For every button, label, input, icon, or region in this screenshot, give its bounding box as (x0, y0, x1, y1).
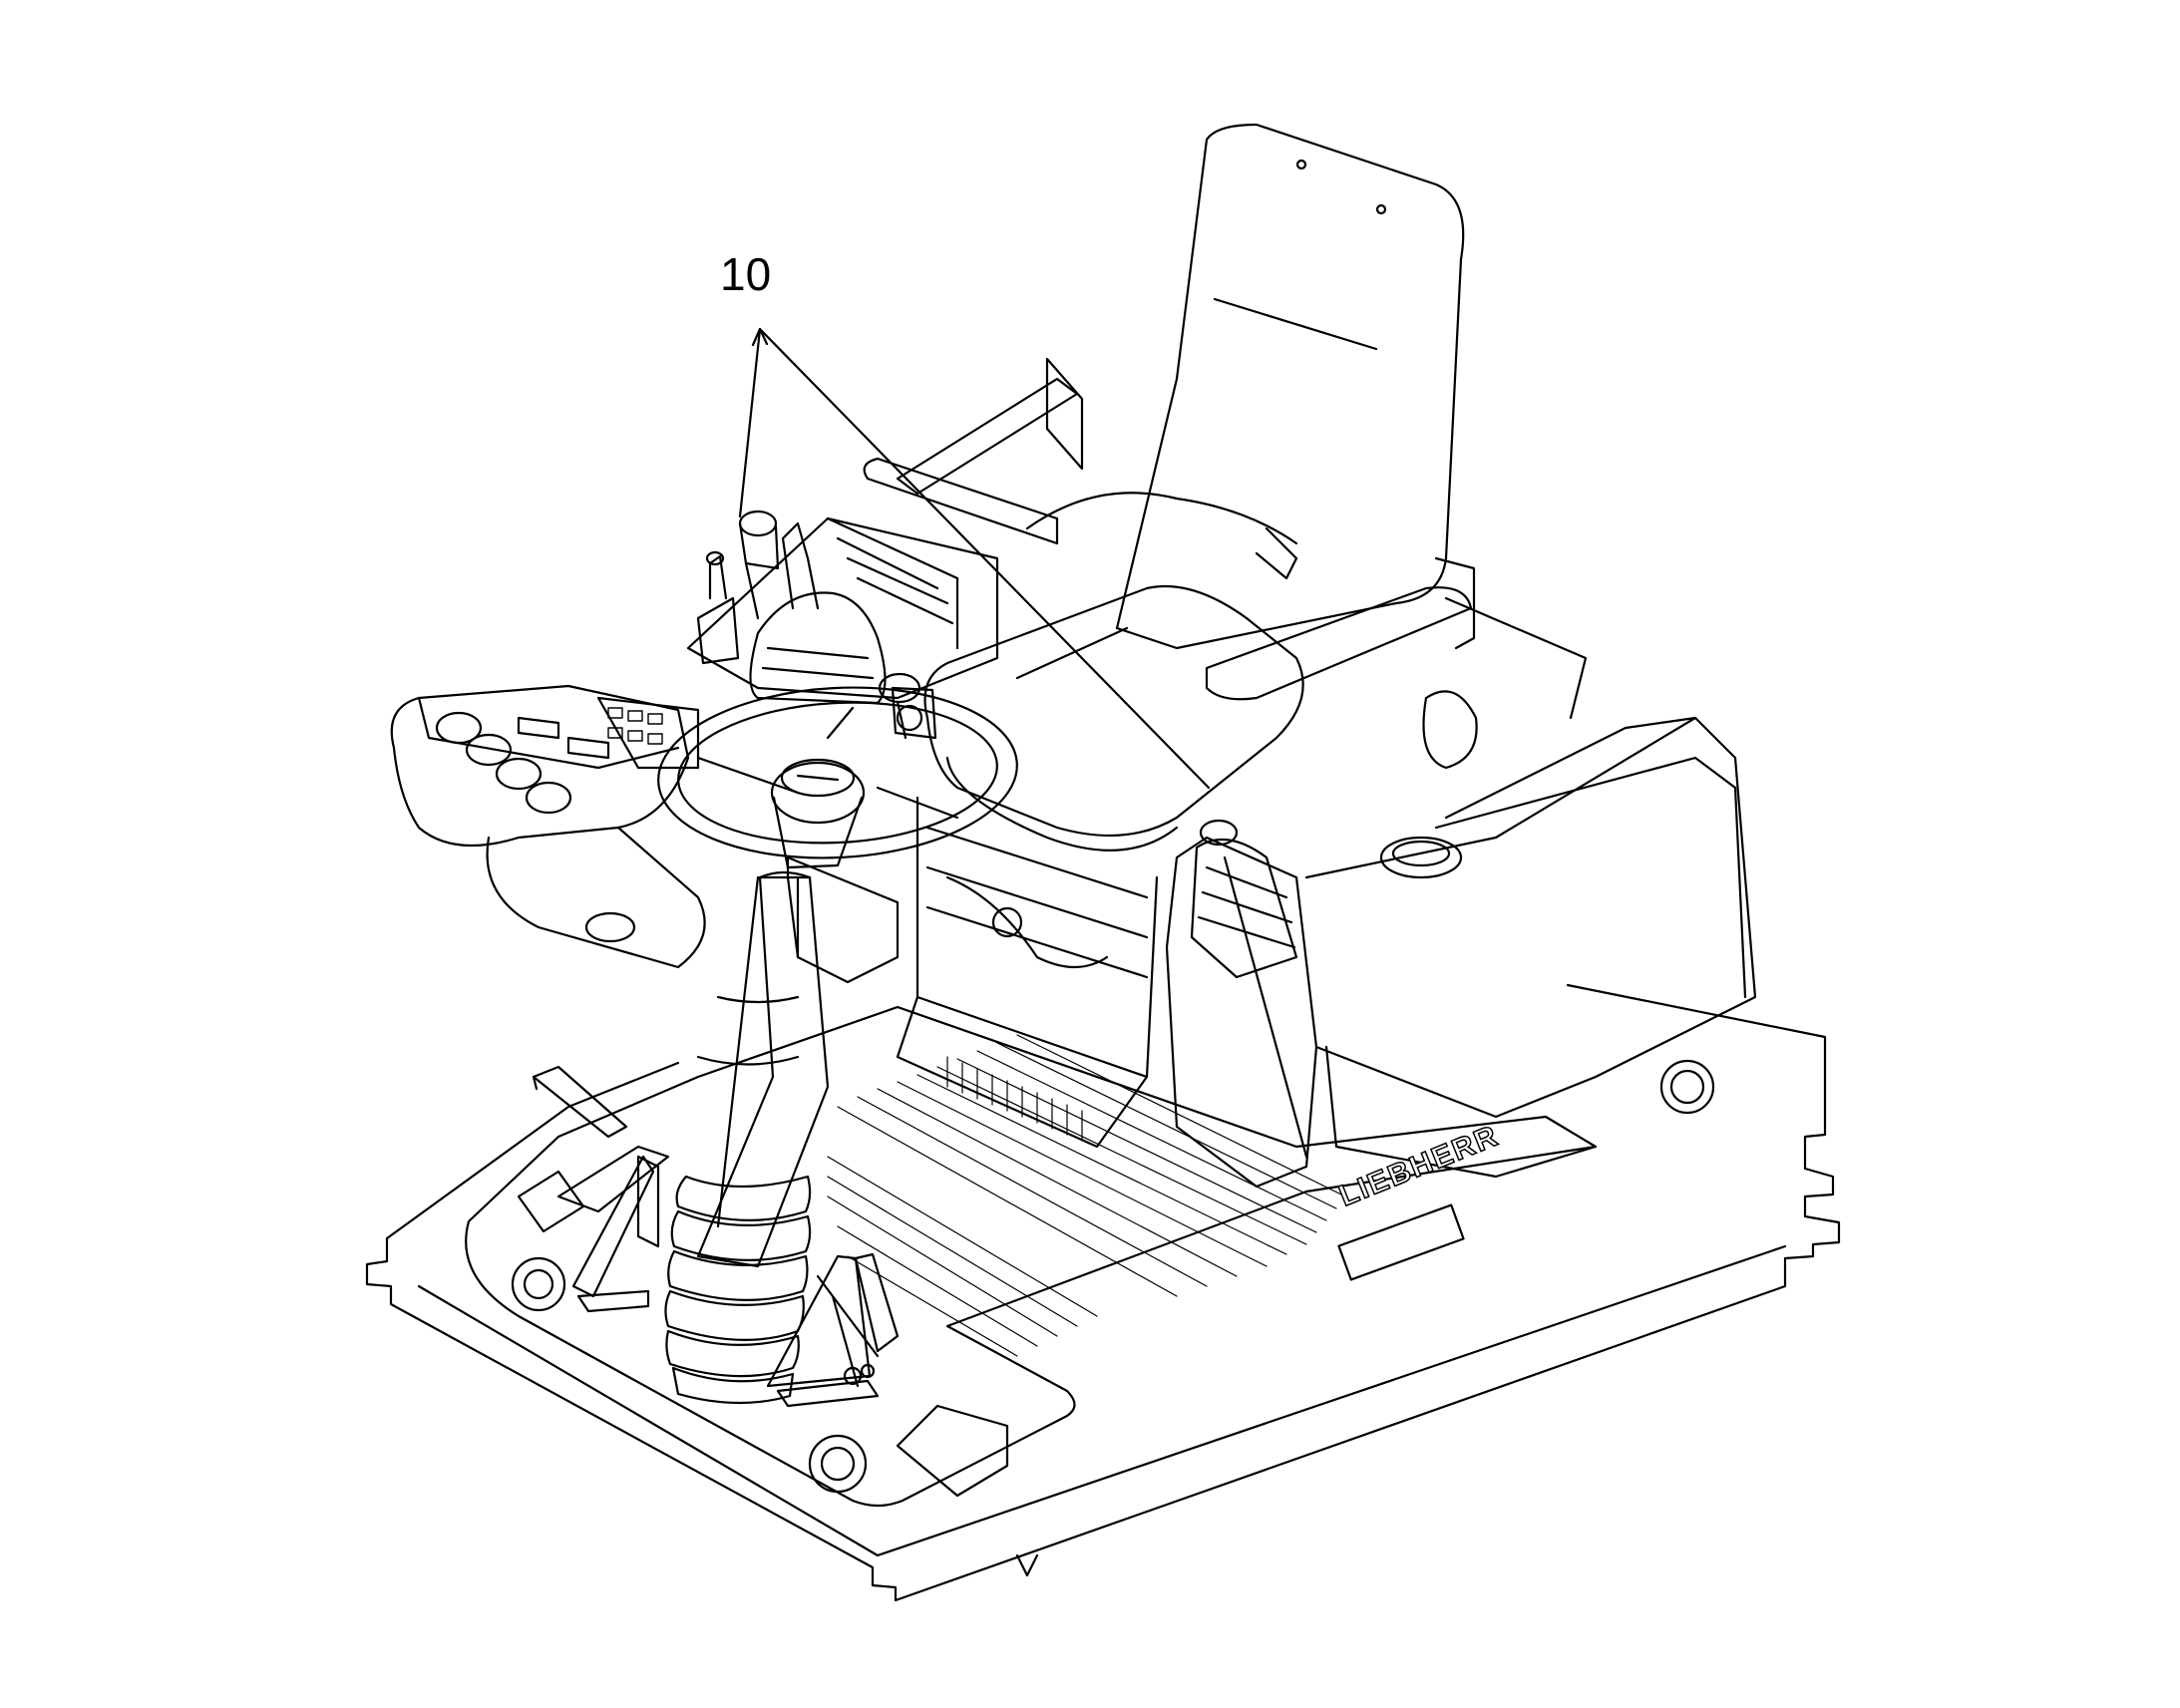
callout-leader-lines (740, 329, 1209, 788)
seat-backrest (1117, 125, 1463, 648)
right-joystick-console (1167, 821, 1316, 1187)
cab-rear-wall (898, 359, 1586, 768)
floor-plate (367, 985, 1839, 1600)
seat-cushion (925, 586, 1303, 851)
left-armrest (865, 459, 1296, 578)
floor-mat (466, 1007, 1713, 1575)
seat-suspension (898, 798, 1157, 1147)
steering-wheel (654, 679, 1021, 867)
steering-column (665, 857, 898, 1403)
callout-label-10: 10 (720, 248, 772, 300)
brand-mark: LIEBHERR (1334, 1119, 1503, 1212)
right-pedals (768, 1254, 898, 1406)
right-armrest (1207, 558, 1474, 699)
dashboard-console (392, 686, 705, 967)
left-pedals (519, 1067, 668, 1311)
left-joystick (698, 512, 886, 703)
right-side-console (1306, 718, 1755, 1177)
gear-lever (880, 674, 919, 738)
